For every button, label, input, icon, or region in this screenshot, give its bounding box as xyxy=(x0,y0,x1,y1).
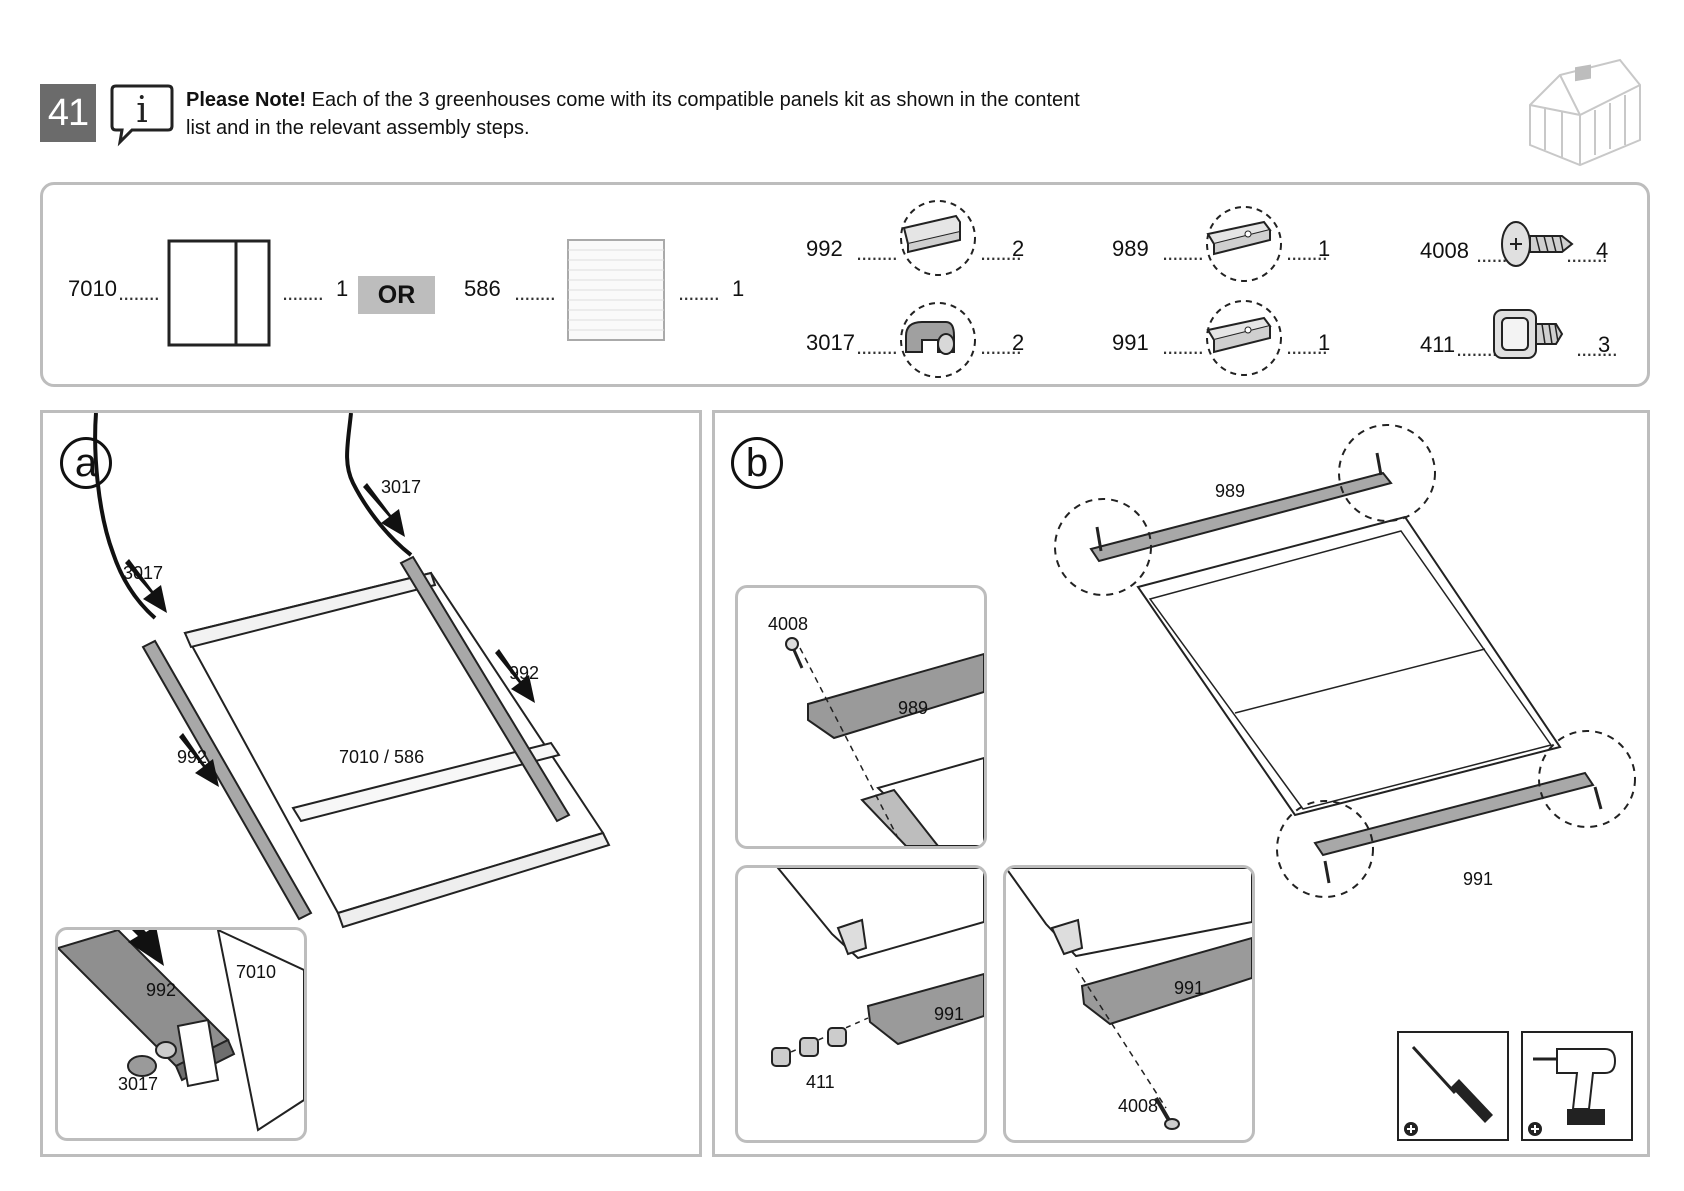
step-b-inset-411: 991 411 xyxy=(735,865,987,1143)
part-4008-code: 4008 xyxy=(1420,238,1469,263)
parts-list xyxy=(40,182,1650,387)
dots: ........ xyxy=(980,334,1022,359)
note-text: Please Note! Each of the 3 greenhouses c… xyxy=(186,86,1086,142)
dots: ........ xyxy=(118,280,160,305)
inset3-label-991: 991 xyxy=(1174,978,1205,998)
dots: ........ xyxy=(282,280,324,305)
label-991: 991 xyxy=(1463,869,1494,889)
part-992-image xyxy=(898,198,978,278)
note-bold: Please Note! xyxy=(186,89,307,111)
step-number: 41 xyxy=(40,84,96,142)
note-line1: Each of the 3 greenhouses come with its … xyxy=(306,89,1080,111)
part-989-code: 989 xyxy=(1112,236,1149,261)
dots: ........ xyxy=(980,240,1022,265)
part-4008-qty: 4 xyxy=(1596,238,1609,263)
inset2-label-411: 411 xyxy=(806,1072,835,1092)
dots: ........ xyxy=(1456,336,1498,361)
step-a-letter: a xyxy=(60,437,112,489)
label-989: 989 xyxy=(1215,481,1246,501)
step-a-panel: a 3017 3017 992 992 7010 / 586 xyxy=(40,410,702,1157)
label-992-right: 992 xyxy=(509,663,540,683)
or-badge: OR xyxy=(358,276,435,314)
inset1-label-989: 989 xyxy=(898,698,929,718)
part-991-code: 991 xyxy=(1112,330,1149,355)
panel-divider xyxy=(702,410,712,1157)
screw-4008-icon xyxy=(1496,218,1576,270)
part-3017-image xyxy=(898,300,978,380)
dots: ........ xyxy=(856,334,898,359)
dots: ........ xyxy=(1286,334,1328,359)
part-992-qty: 2 xyxy=(1012,236,1025,261)
label-3017-top: 3017 xyxy=(381,477,422,497)
bolt-411-icon xyxy=(1490,304,1570,366)
step-b-inset-991: 991 4008 xyxy=(1003,865,1255,1143)
dots: ........ xyxy=(856,240,898,265)
drill-icon xyxy=(1521,1031,1633,1141)
label-panel-7010-586: 7010 / 586 xyxy=(339,747,425,767)
part-586-code: 586 xyxy=(464,276,501,301)
screwdriver-icon xyxy=(1397,1031,1509,1141)
svg-text:i: i xyxy=(136,90,148,131)
dots: ........ xyxy=(1286,240,1328,265)
part-992-code: 992 xyxy=(806,236,843,261)
part-586-qty: 1 xyxy=(732,276,745,301)
inset-label-7010: 7010 xyxy=(236,962,277,982)
step-a-illustration xyxy=(93,413,611,929)
part-991-qty: 1 xyxy=(1318,330,1331,355)
part-411-qty: 3 xyxy=(1598,332,1611,357)
step-b-letter: b xyxy=(731,437,783,489)
step-b-illustration xyxy=(1054,424,1636,898)
label-992-left: 992 xyxy=(177,747,208,767)
dots: ........ xyxy=(1162,334,1204,359)
part-989-qty: 1 xyxy=(1318,236,1331,261)
part-991-image xyxy=(1204,298,1284,378)
part-7010-code: 7010 xyxy=(68,276,117,301)
dots: ........ xyxy=(1576,336,1618,361)
step-b-inset-989: 4008 989 xyxy=(735,585,987,849)
label-3017-left: 3017 xyxy=(123,563,164,583)
dots: ........ xyxy=(1162,240,1204,265)
inset2-label-991: 991 xyxy=(934,1004,965,1024)
part-411-code: 411 xyxy=(1420,332,1456,357)
inset3-label-4008: 4008 xyxy=(1118,1096,1159,1116)
note-line2: list and in the relevant assembly steps. xyxy=(186,117,530,139)
part-7010-qty: 1 xyxy=(336,276,349,301)
part-989-image xyxy=(1204,204,1284,284)
panel-586-image xyxy=(566,238,666,342)
step-a-detail-inset: 992 7010 3017 xyxy=(55,927,307,1141)
panel-7010-image xyxy=(166,238,272,348)
dots: ........ xyxy=(514,280,556,305)
part-3017-qty: 2 xyxy=(1012,330,1025,355)
inset-label-3017: 3017 xyxy=(118,1074,159,1094)
step-b-panel: b 989 991 4008 989 xyxy=(712,410,1650,1157)
dots: ........ xyxy=(1566,242,1608,267)
inset1-label-4008: 4008 xyxy=(768,614,809,634)
info-speech-icon: i xyxy=(110,82,174,148)
part-3017-code: 3017 xyxy=(806,330,855,355)
inset-label-992: 992 xyxy=(146,980,177,1000)
dots: ........ xyxy=(678,280,720,305)
greenhouse-icon xyxy=(1520,55,1650,175)
